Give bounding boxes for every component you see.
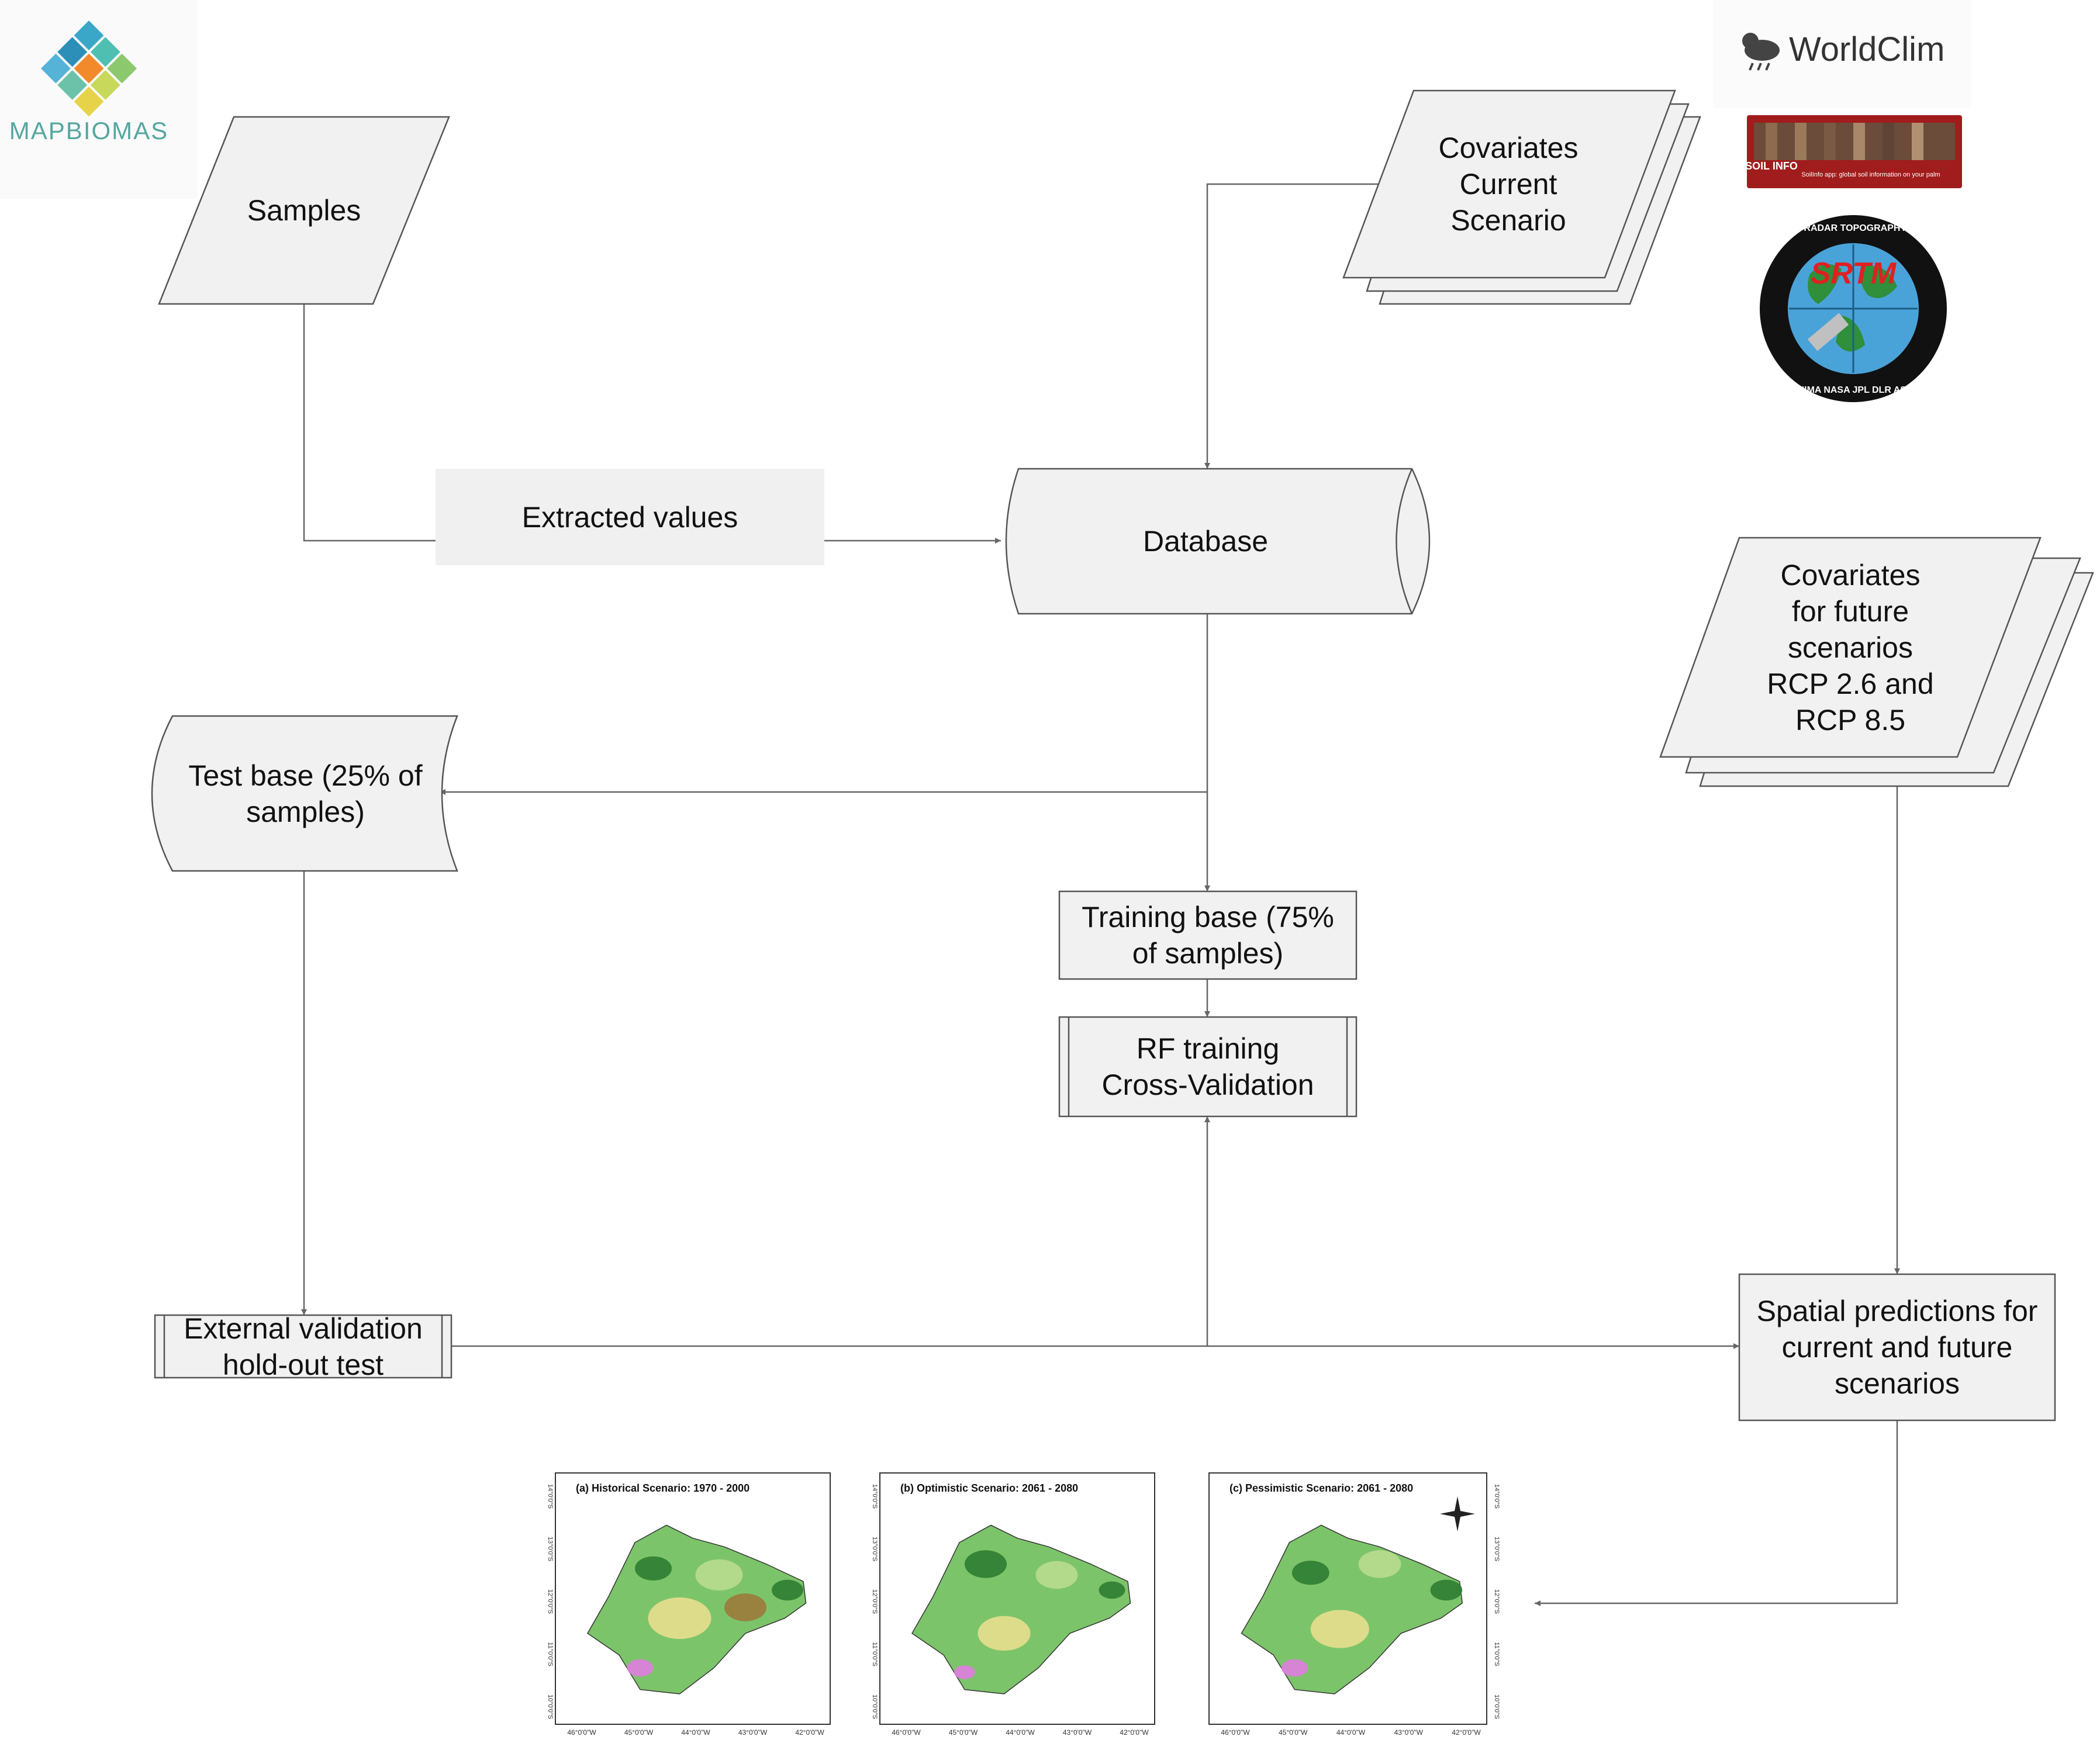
map-lon-tick-label: 44°0'0"W — [1006, 1728, 1035, 1737]
map-landcover-patch — [1351, 1592, 1398, 1623]
scenario-map: (c) Pessimistic Scenario: 2061 - 2080 46°… — [1208, 1472, 1500, 1737]
database-node-end — [1396, 468, 1413, 614]
map-landcover-patch — [635, 1556, 672, 1581]
map-lat-tick-label: 14°0'0"S — [871, 1484, 878, 1509]
soilinfo-tagline: SoilInfo app: global soil information on… — [1801, 171, 1940, 178]
rf-training-node — [1058, 1016, 1358, 1118]
covariates-future-label: Covariates for future scenarios RCP 2.6 … — [1767, 558, 1934, 736]
map-landcover-patch — [627, 1659, 654, 1677]
mapbiomas-wordmark: MAPBIOMAS — [9, 117, 168, 144]
external-validation-label: External validation hold-out test — [184, 1312, 423, 1381]
external-validation-node — [154, 1314, 453, 1379]
connector-covariates-to-database — [1204, 183, 1386, 469]
soilinfo-wordmark: SOIL INFO — [1745, 160, 1798, 172]
map-lat-tick-label: 14°0'0"S — [547, 1484, 554, 1509]
test-base-label: Test base (25% of samples) — [188, 759, 423, 828]
test-base-node — [151, 715, 458, 872]
map-lat-tick-label: 10°0'0"S — [871, 1694, 878, 1719]
map-landcover-patch — [1099, 1581, 1125, 1599]
map-lat-tick-label: 13°0'0"S — [871, 1537, 878, 1561]
soilinfo-logo: SOIL INFO SoilInfo app: global soil info… — [1745, 115, 1962, 188]
connector-samples-to-extracted — [303, 304, 436, 542]
map-landcover-patch — [1035, 1561, 1078, 1589]
map-title: (c) Pessimistic Scenario: 2061 - 2080 — [1229, 1482, 1413, 1494]
srtm-logo: SRTM SHUTTLE RADAR TOPOGRAPHY MISSION NI… — [1758, 215, 1949, 402]
map-lat-tick-label: 12°0'0"S — [1493, 1589, 1500, 1614]
map-lat-tick-label: 12°0'0"S — [547, 1589, 554, 1614]
extracted-values-label: Extracted values — [521, 500, 738, 534]
map-title: (b) Optimistic Scenario: 2061 - 2080 — [900, 1482, 1078, 1494]
map-lat-tick-label: 11°0'0"S — [871, 1642, 878, 1666]
map-landcover-patch — [954, 1665, 975, 1679]
srtm-ring-bottom: NIMA NASA JPL DLR ASI — [1798, 385, 1909, 395]
map-landcover-patch — [695, 1559, 743, 1591]
covariates-current-label: Covariates Current Scenario — [1438, 132, 1579, 237]
map-lat-tick-label: 11°0'0"S — [1493, 1642, 1500, 1666]
srtm-ring-top: SHUTTLE RADAR TOPOGRAPHY MISSION — [1758, 223, 1949, 233]
spatial-predictions-label: Spatial predictions for current and futu… — [1756, 1295, 2038, 1400]
database-label: Database — [1142, 525, 1269, 558]
map-lon-tick-label: 46°0'0"W — [1221, 1728, 1250, 1737]
map-landcover-patch — [1281, 1659, 1308, 1677]
mapbiomas-logo: MAPBIOMAS — [0, 0, 198, 199]
map-lon-tick-label: 43°0'0"W — [738, 1728, 768, 1737]
spatial-predictions-node — [1738, 1273, 2056, 1422]
map-lon-tick-label: 46°0'0"W — [892, 1728, 921, 1737]
map-lat-tick-label: 10°0'0"S — [547, 1694, 554, 1719]
samples-label: Samples — [247, 194, 361, 227]
connectors — [301, 183, 1900, 1606]
scenario-map: (b) Optimistic Scenario: 2061 - 2080 46°0… — [871, 1472, 1155, 1737]
map-lon-tick-label: 42°0'0"W — [1120, 1728, 1149, 1737]
map-landcover-patch — [1430, 1579, 1463, 1601]
map-lat-tick-label: 14°0'0"S — [1493, 1484, 1500, 1509]
map-lon-tick-label: 45°0'0"W — [1279, 1728, 1308, 1737]
samples-node — [158, 116, 450, 305]
map-lon-tick-label: 44°0'0"W — [681, 1728, 710, 1737]
scenario-map: (a) Historical Scenario: 1970 - 2000 46°0… — [547, 1472, 831, 1737]
training-base-node — [1058, 890, 1358, 980]
map-landcover-patch — [1291, 1561, 1329, 1585]
map-lat-tick-label: 13°0'0"S — [547, 1537, 554, 1561]
extracted-values-node — [436, 469, 824, 565]
map-landcover-patch — [724, 1593, 766, 1621]
map-landcover-patch — [1310, 1610, 1369, 1648]
map-lat-tick-label: 11°0'0"S — [547, 1642, 554, 1666]
map-lon-tick-label: 42°0'0"W — [1452, 1728, 1481, 1737]
map-lat-tick-label: 13°0'0"S — [1493, 1537, 1500, 1561]
map-lon-tick-label: 42°0'0"W — [795, 1728, 824, 1737]
map-landcover-patch — [1358, 1550, 1401, 1578]
map-lon-tick-label: 43°0'0"W — [1394, 1728, 1424, 1737]
srtm-center-text: SRTM — [1811, 257, 1897, 290]
north-arrow-icon — [1440, 1496, 1475, 1531]
connector-predictions-to-maps — [1535, 1420, 1898, 1606]
map-lon-tick-label: 46°0'0"W — [567, 1728, 596, 1737]
map-lon-tick-label: 44°0'0"W — [1336, 1728, 1366, 1737]
map-landcover-patch — [1004, 1590, 1057, 1625]
map-landcover-patch — [978, 1616, 1031, 1651]
map-landcover-patch — [648, 1597, 711, 1639]
map-title: (a) Historical Scenario: 1970 - 2000 — [576, 1482, 749, 1494]
map-landcover-patch — [965, 1550, 1007, 1578]
covariates-current-node — [1342, 89, 1676, 279]
training-base-label: Training base (75% of samples) — [1082, 901, 1334, 970]
map-lon-tick-label: 45°0'0"W — [949, 1728, 978, 1737]
map-lat-tick-label: 10°0'0"S — [1493, 1694, 1500, 1719]
map-lon-tick-label: 43°0'0"W — [1063, 1728, 1092, 1737]
covariates-future-node — [1659, 537, 2042, 758]
map-lat-tick-label: 12°0'0"S — [871, 1589, 878, 1614]
nodes — [151, 89, 2094, 1422]
map-landcover-patch — [772, 1579, 803, 1601]
map-lon-tick-label: 45°0'0"W — [624, 1728, 654, 1737]
cloud-sun-icon — [1742, 33, 1780, 71]
scenario-maps: (a) Historical Scenario: 1970 - 2000 46°0… — [547, 1472, 1500, 1737]
worldclim-logo: WorldClim — [1713, 0, 1971, 108]
rf-training-label: RF training Cross-Validation — [1101, 1032, 1314, 1101]
worldclim-wordmark: WorldClim — [1789, 30, 1944, 68]
